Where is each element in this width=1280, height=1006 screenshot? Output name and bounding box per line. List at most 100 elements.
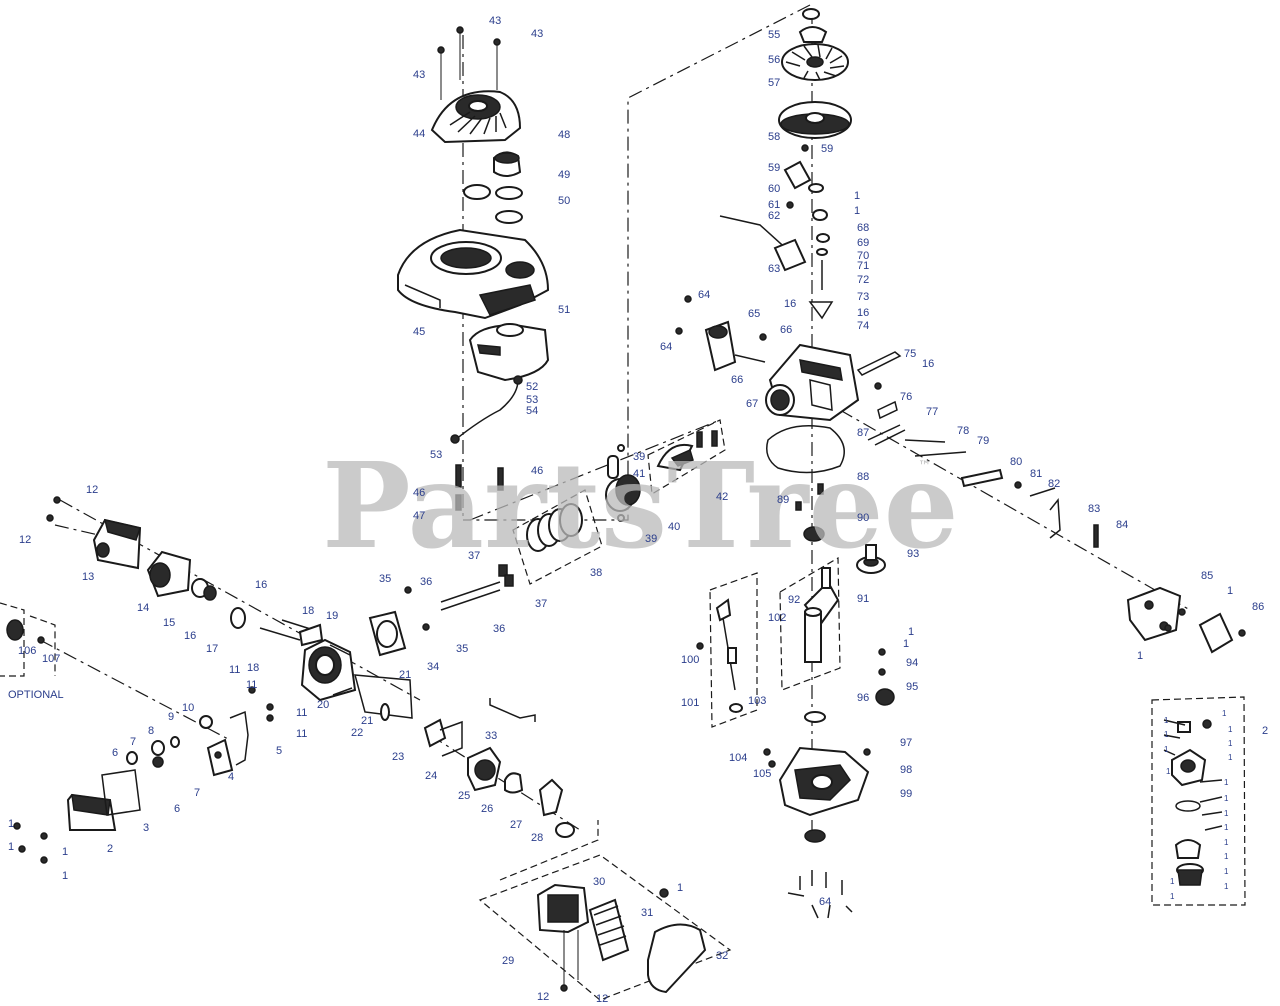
- callout-c64a: 64: [698, 289, 710, 301]
- callout-c16c: 16: [922, 358, 934, 370]
- callout-c82: 82: [1048, 478, 1060, 490]
- callout-c2: 2: [107, 843, 113, 855]
- callout-c27: 27: [510, 819, 522, 831]
- callout-i8: 1: [1166, 767, 1171, 776]
- baffle-and-intake: [353, 674, 463, 757]
- callout-c36b: 36: [493, 623, 505, 635]
- callout-c87: 87: [857, 427, 869, 439]
- fuel-tank: [468, 323, 550, 382]
- callout-c16d: 16: [255, 579, 267, 591]
- callout-c95: 95: [906, 681, 918, 693]
- callout-c1c: 1: [1227, 585, 1233, 597]
- callout-c37a: 37: [468, 550, 480, 562]
- callout-c86: 86: [1252, 601, 1264, 613]
- crankcase-gasket: [766, 425, 845, 542]
- callout-i1: 1: [1164, 716, 1169, 725]
- rocker-arm-assembly: [656, 430, 718, 472]
- callout-c69: 69: [857, 237, 869, 249]
- callout-c60: 60: [768, 183, 780, 195]
- callout-c16e: 16: [184, 630, 196, 642]
- callout-c30: 30: [593, 876, 605, 888]
- callout-c28: 28: [531, 832, 543, 844]
- callout-c98: 98: [900, 764, 912, 776]
- callout-c13: 13: [82, 571, 94, 583]
- callout-c89: 89: [777, 494, 789, 506]
- callout-i6: 1: [1228, 739, 1233, 748]
- callout-c38: 38: [590, 567, 602, 579]
- callout-c1g: 1: [8, 818, 14, 830]
- callout-c42: 42: [716, 491, 728, 503]
- callout-c75: 75: [904, 348, 916, 360]
- optional-parts: OPTIONAL: [6, 619, 64, 701]
- callout-c6b: 6: [174, 803, 180, 815]
- callout-i9: 1: [1224, 778, 1229, 787]
- callout-c64b: 64: [660, 341, 672, 353]
- callout-c92: 92: [788, 594, 800, 606]
- housing-screws: [455, 464, 504, 511]
- callout-c57: 57: [768, 77, 780, 89]
- callout-c37b: 37: [535, 598, 547, 610]
- callout-c76: 76: [900, 391, 912, 403]
- callout-c7b: 7: [194, 787, 200, 799]
- callout-c12c: 12: [537, 991, 549, 1003]
- callout-c96: 96: [857, 692, 869, 704]
- callout-c106: 106: [18, 645, 36, 657]
- callout-c8: 8: [148, 725, 154, 737]
- callout-i10: 1: [1224, 794, 1229, 803]
- callout-c2b: 2: [1262, 725, 1268, 737]
- callout-i4: 1: [1222, 709, 1227, 718]
- callout-c56: 56: [768, 54, 780, 66]
- callout-c53a: 53: [526, 394, 538, 406]
- callout-c70: 70: [857, 250, 869, 262]
- callout-c55: 55: [768, 29, 780, 41]
- callout-c23: 23: [392, 751, 404, 763]
- callout-c71: 71: [857, 260, 869, 272]
- callout-c90: 90: [857, 512, 869, 524]
- callout-c39a: 39: [633, 451, 645, 463]
- muffler-assembly: [46, 496, 324, 647]
- callout-c83: 83: [1088, 503, 1100, 515]
- callout-i18: 1: [1170, 892, 1175, 901]
- callout-c16b: 16: [784, 298, 796, 310]
- callout-c100: 100: [681, 654, 699, 666]
- callout-c63: 63: [768, 263, 780, 275]
- callout-c22: 22: [351, 727, 363, 739]
- callout-c29: 29: [502, 955, 514, 967]
- callout-c99: 99: [900, 788, 912, 800]
- callout-c52: 52: [526, 381, 538, 393]
- callout-c39b: 39: [645, 533, 657, 545]
- callout-c43c: 43: [413, 69, 425, 81]
- callout-c84: 84: [1116, 519, 1128, 531]
- callout-c77: 77: [926, 406, 938, 418]
- callout-i11: 1: [1224, 809, 1229, 818]
- callout-c6a: 6: [112, 747, 118, 759]
- callout-c85: 85: [1201, 570, 1213, 582]
- callout-c7a: 7: [130, 736, 136, 748]
- callout-c18b: 18: [247, 662, 259, 674]
- callout-c1e: 1: [908, 626, 914, 638]
- callout-c20: 20: [317, 699, 329, 711]
- callout-c15: 15: [163, 617, 175, 629]
- callout-c72: 72: [857, 274, 869, 286]
- flywheel-assembly: [778, 8, 852, 139]
- callout-i14: 1: [1224, 852, 1229, 861]
- callout-c1b: 1: [854, 205, 860, 217]
- blower-housing: [397, 228, 550, 320]
- callout-c107: 107: [42, 653, 60, 665]
- callout-c1f: 1: [903, 638, 909, 650]
- callout-c67: 67: [746, 398, 758, 410]
- callout-c97: 97: [900, 737, 912, 749]
- callout-c91: 91: [857, 593, 869, 605]
- callout-c12a: 12: [86, 484, 98, 496]
- callout-c64c: 64: [819, 896, 831, 908]
- callout-c103: 103: [748, 695, 766, 707]
- callout-c54: 54: [526, 405, 538, 417]
- piston-rings: [526, 503, 583, 552]
- callout-c3: 3: [143, 822, 149, 834]
- callout-c11c: 11: [296, 707, 307, 719]
- callout-c58: 58: [768, 131, 780, 143]
- recoil-starter-group: [430, 26, 523, 224]
- callout-c19: 19: [326, 610, 338, 622]
